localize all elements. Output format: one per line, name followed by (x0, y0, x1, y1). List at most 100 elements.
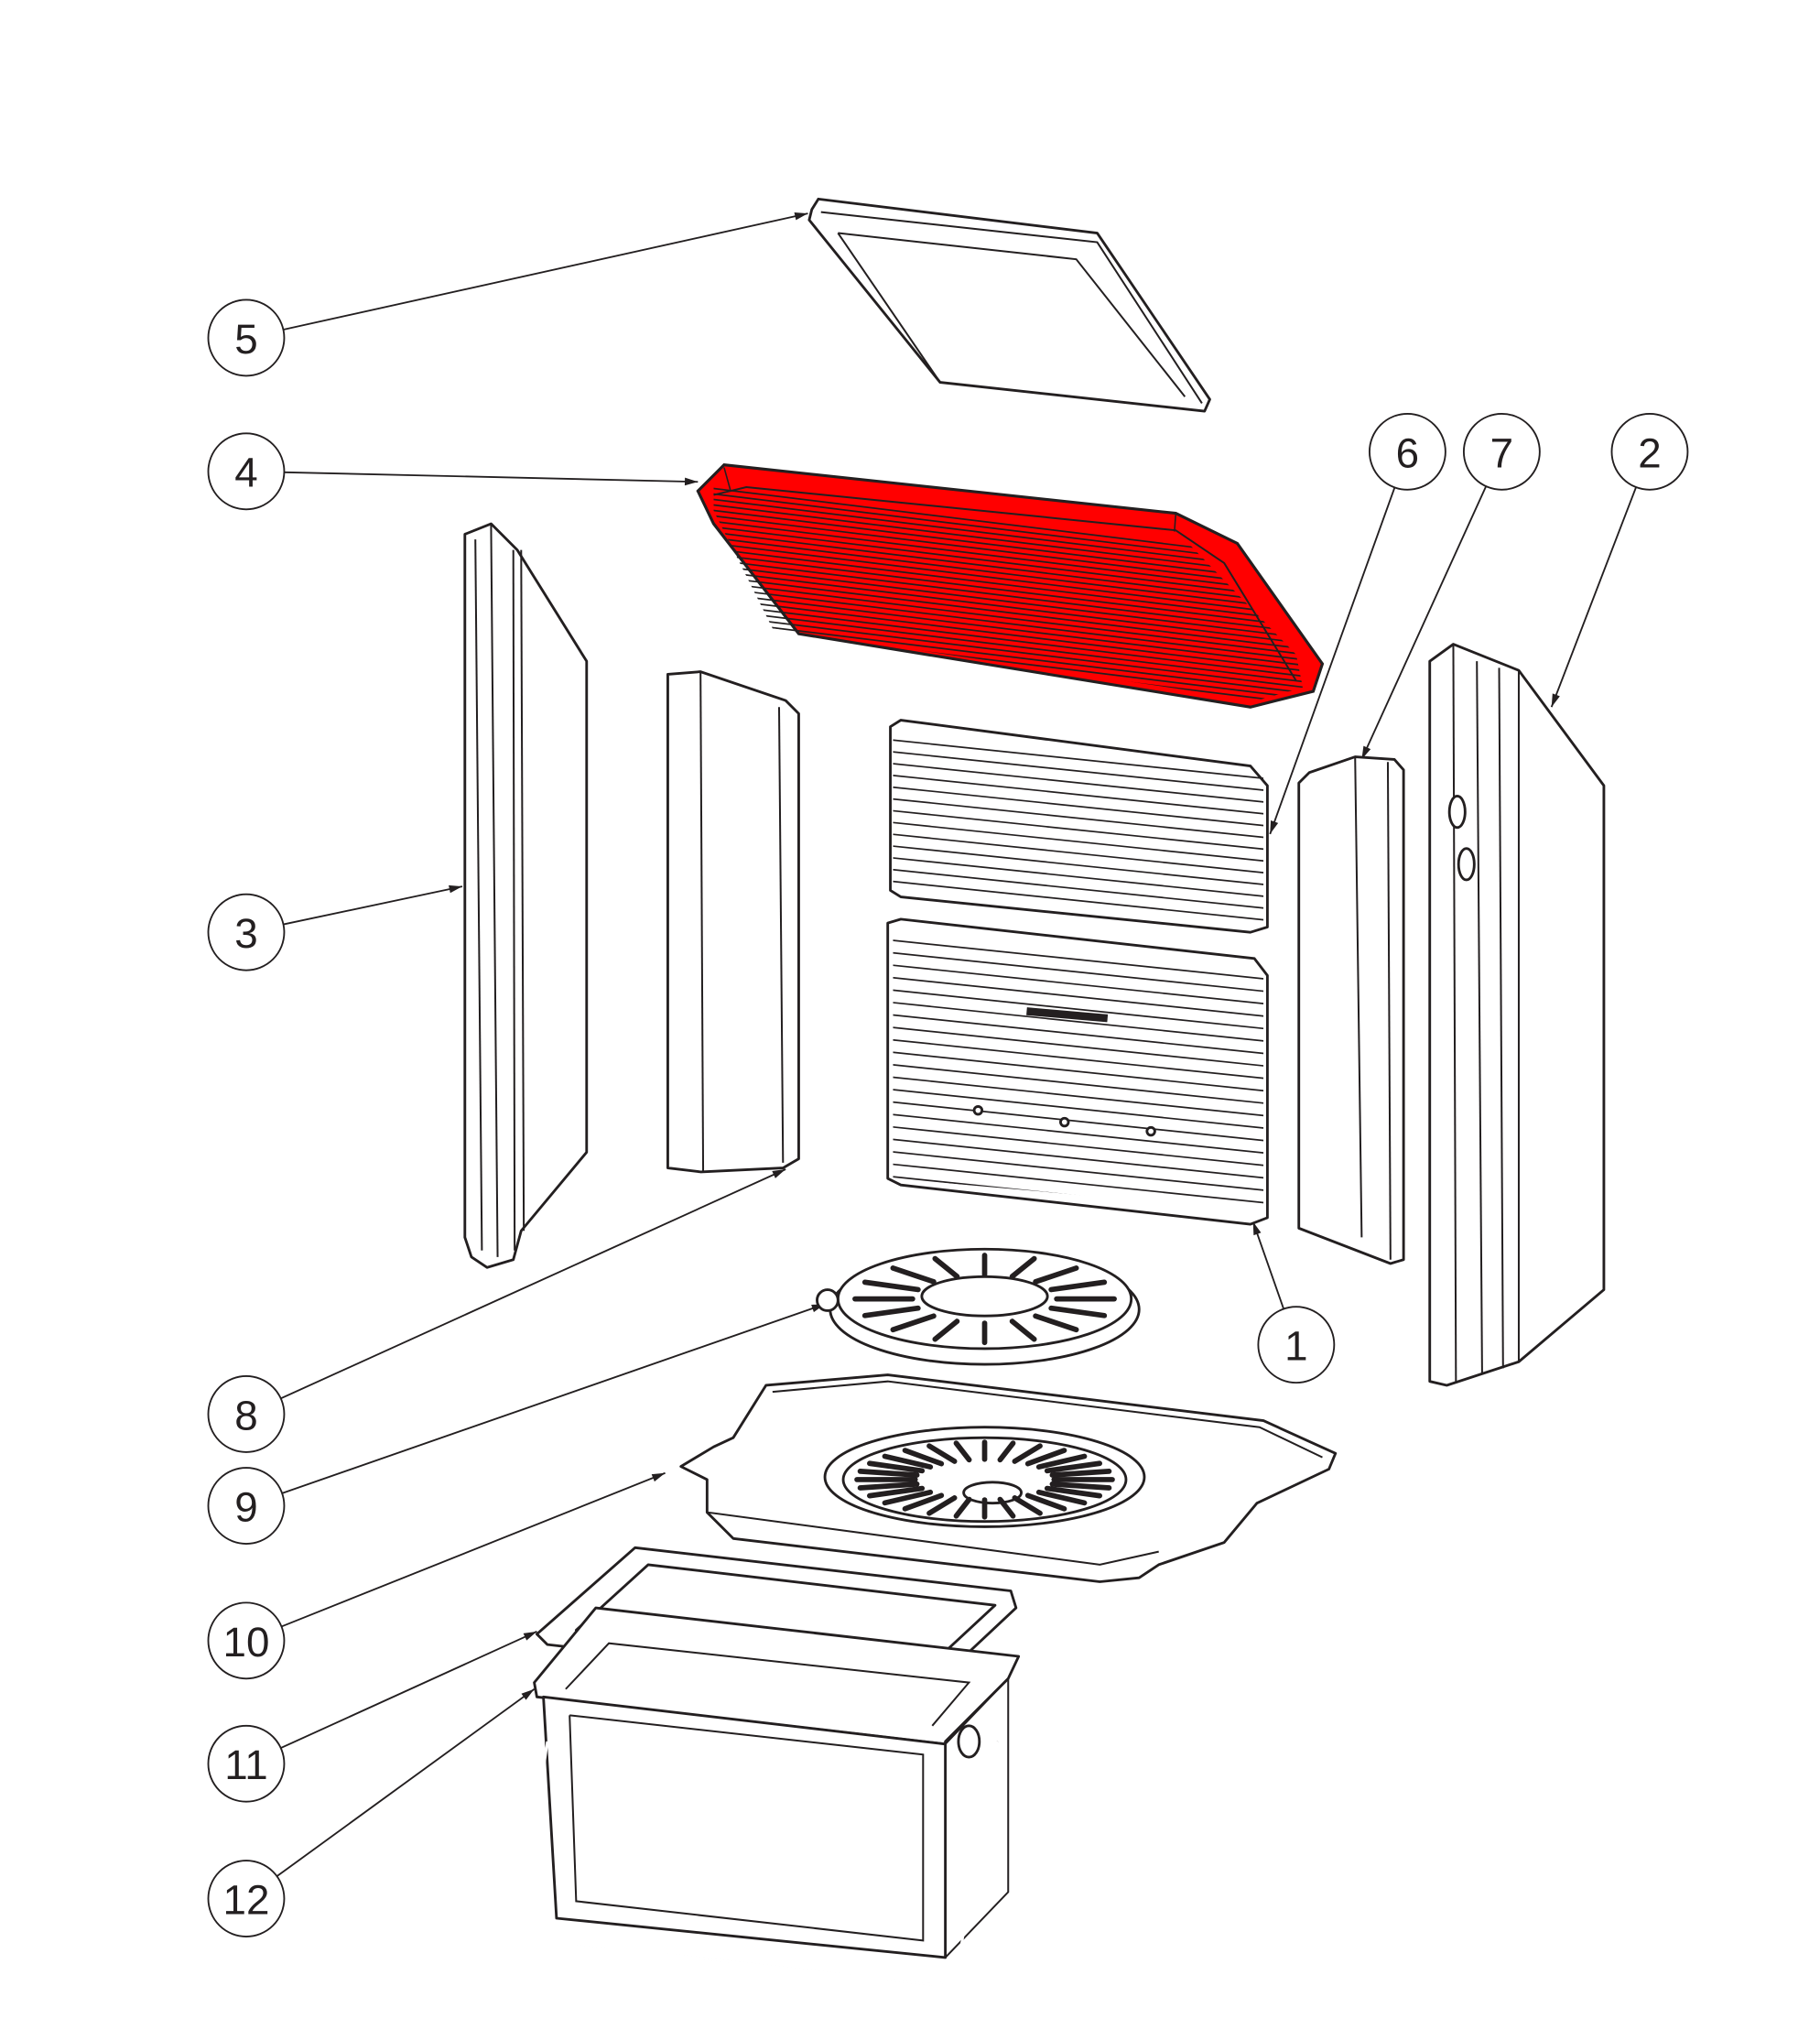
grate-slot (953, 1440, 972, 1463)
callout-11: 11 (207, 1724, 286, 1803)
arrowhead-5 (794, 212, 808, 221)
rib-line (893, 868, 1264, 910)
rib-line (893, 1014, 1264, 1056)
rib-line (893, 951, 1264, 993)
arrowhead-7 (1361, 745, 1371, 760)
grate-slot (1049, 1469, 1112, 1478)
part-7-side-lining-right (1297, 755, 1405, 1265)
callout-4: 4 (207, 432, 286, 511)
grate-slot (1024, 1448, 1067, 1467)
rib-line (713, 533, 1304, 613)
leader-line-3 (283, 885, 463, 926)
grate-slot (1035, 1453, 1088, 1470)
grate-slot (1033, 1313, 1079, 1333)
callout-circle (207, 1724, 286, 1803)
leader-line-11 (280, 1630, 537, 1749)
callout-circle (207, 432, 286, 511)
rib-line (893, 880, 1264, 922)
arrowhead-8 (772, 1169, 786, 1178)
leader-lines (276, 212, 1637, 1877)
leader-line-8 (280, 1168, 786, 1400)
rib-line (893, 1113, 1264, 1155)
arrowhead-6 (1270, 820, 1279, 834)
rib-line (893, 809, 1264, 851)
callout-circle (1369, 412, 1446, 491)
rib-line (713, 571, 1304, 652)
rib-line (893, 1150, 1264, 1192)
grate-slot (932, 1318, 960, 1342)
grate-slot (861, 1279, 921, 1293)
grate-slot (902, 1492, 945, 1512)
callout-number: 3 (234, 910, 257, 957)
rib-line (893, 739, 1264, 780)
callout-number: 2 (1638, 429, 1661, 476)
callout-number: 12 (223, 1876, 270, 1923)
rib-line (713, 599, 1304, 679)
callout-7: 7 (1462, 412, 1541, 491)
grate-slot (867, 1485, 926, 1499)
callout-circle (1610, 412, 1689, 491)
grate-slot (1044, 1485, 1103, 1499)
callout-2: 2 (1610, 412, 1689, 491)
grate-slot (1009, 1318, 1037, 1342)
grate-slot (857, 1469, 920, 1478)
part-6-back-wall-upper (889, 719, 1269, 934)
callout-1: 1 (1257, 1306, 1336, 1384)
rib-line (713, 511, 1304, 591)
rib-line (893, 750, 1264, 792)
leader-line-5 (283, 212, 808, 331)
callout-number: 10 (223, 1619, 270, 1666)
rib-line (893, 1138, 1264, 1179)
rib-line (893, 1163, 1264, 1205)
rib-line (893, 1051, 1264, 1092)
grate-slot (902, 1448, 945, 1467)
grate-slot (953, 1496, 972, 1519)
callout-circle (207, 1601, 286, 1680)
rib-line (713, 560, 1304, 641)
rib-line (713, 566, 1304, 646)
grate-slot (861, 1305, 921, 1318)
grate-slot (1009, 1255, 1037, 1280)
part-8-side-lining-left (666, 670, 800, 1174)
callout-number: 7 (1490, 429, 1513, 476)
callout-number: 4 (234, 450, 257, 496)
callout-6: 6 (1369, 412, 1446, 491)
callout-number: 9 (234, 1483, 257, 1530)
part-12-ash-pan (522, 1606, 1021, 1986)
rib-line (713, 604, 1304, 685)
rib-line (893, 798, 1264, 840)
rib-line (893, 939, 1264, 981)
callout-circle (207, 1860, 286, 1937)
rib-line (893, 1125, 1264, 1167)
arrowhead-10 (651, 1472, 666, 1482)
rib-line (713, 505, 1304, 586)
arrowhead-2 (1551, 693, 1560, 708)
rib-line (713, 555, 1304, 635)
arrowhead-1 (1252, 1221, 1262, 1236)
grate-slot (857, 1481, 920, 1491)
rib-line (893, 1063, 1264, 1105)
callout-circle (207, 1375, 286, 1453)
rib-line (893, 1038, 1264, 1080)
callout-12: 12 (207, 1860, 286, 1937)
grate-slot (890, 1265, 937, 1285)
grate-slot (1048, 1305, 1108, 1318)
callout-number: 6 (1396, 429, 1419, 476)
leader-line-1 (1251, 1221, 1285, 1309)
rib-line (893, 1101, 1264, 1143)
grate-slot (1024, 1492, 1067, 1512)
rib-line (893, 833, 1264, 874)
rib-line (713, 516, 1304, 597)
rib-line (893, 989, 1264, 1030)
grate-slot (997, 1496, 1016, 1519)
rib-line (893, 844, 1264, 886)
rib-line (893, 1001, 1264, 1043)
leader-line-12 (276, 1687, 536, 1877)
grate-slot (926, 1443, 958, 1464)
leader-line-10 (281, 1471, 666, 1628)
part-10-base-plate (679, 1373, 1338, 1583)
rib-line (893, 786, 1264, 828)
grate-slot (1012, 1443, 1043, 1464)
